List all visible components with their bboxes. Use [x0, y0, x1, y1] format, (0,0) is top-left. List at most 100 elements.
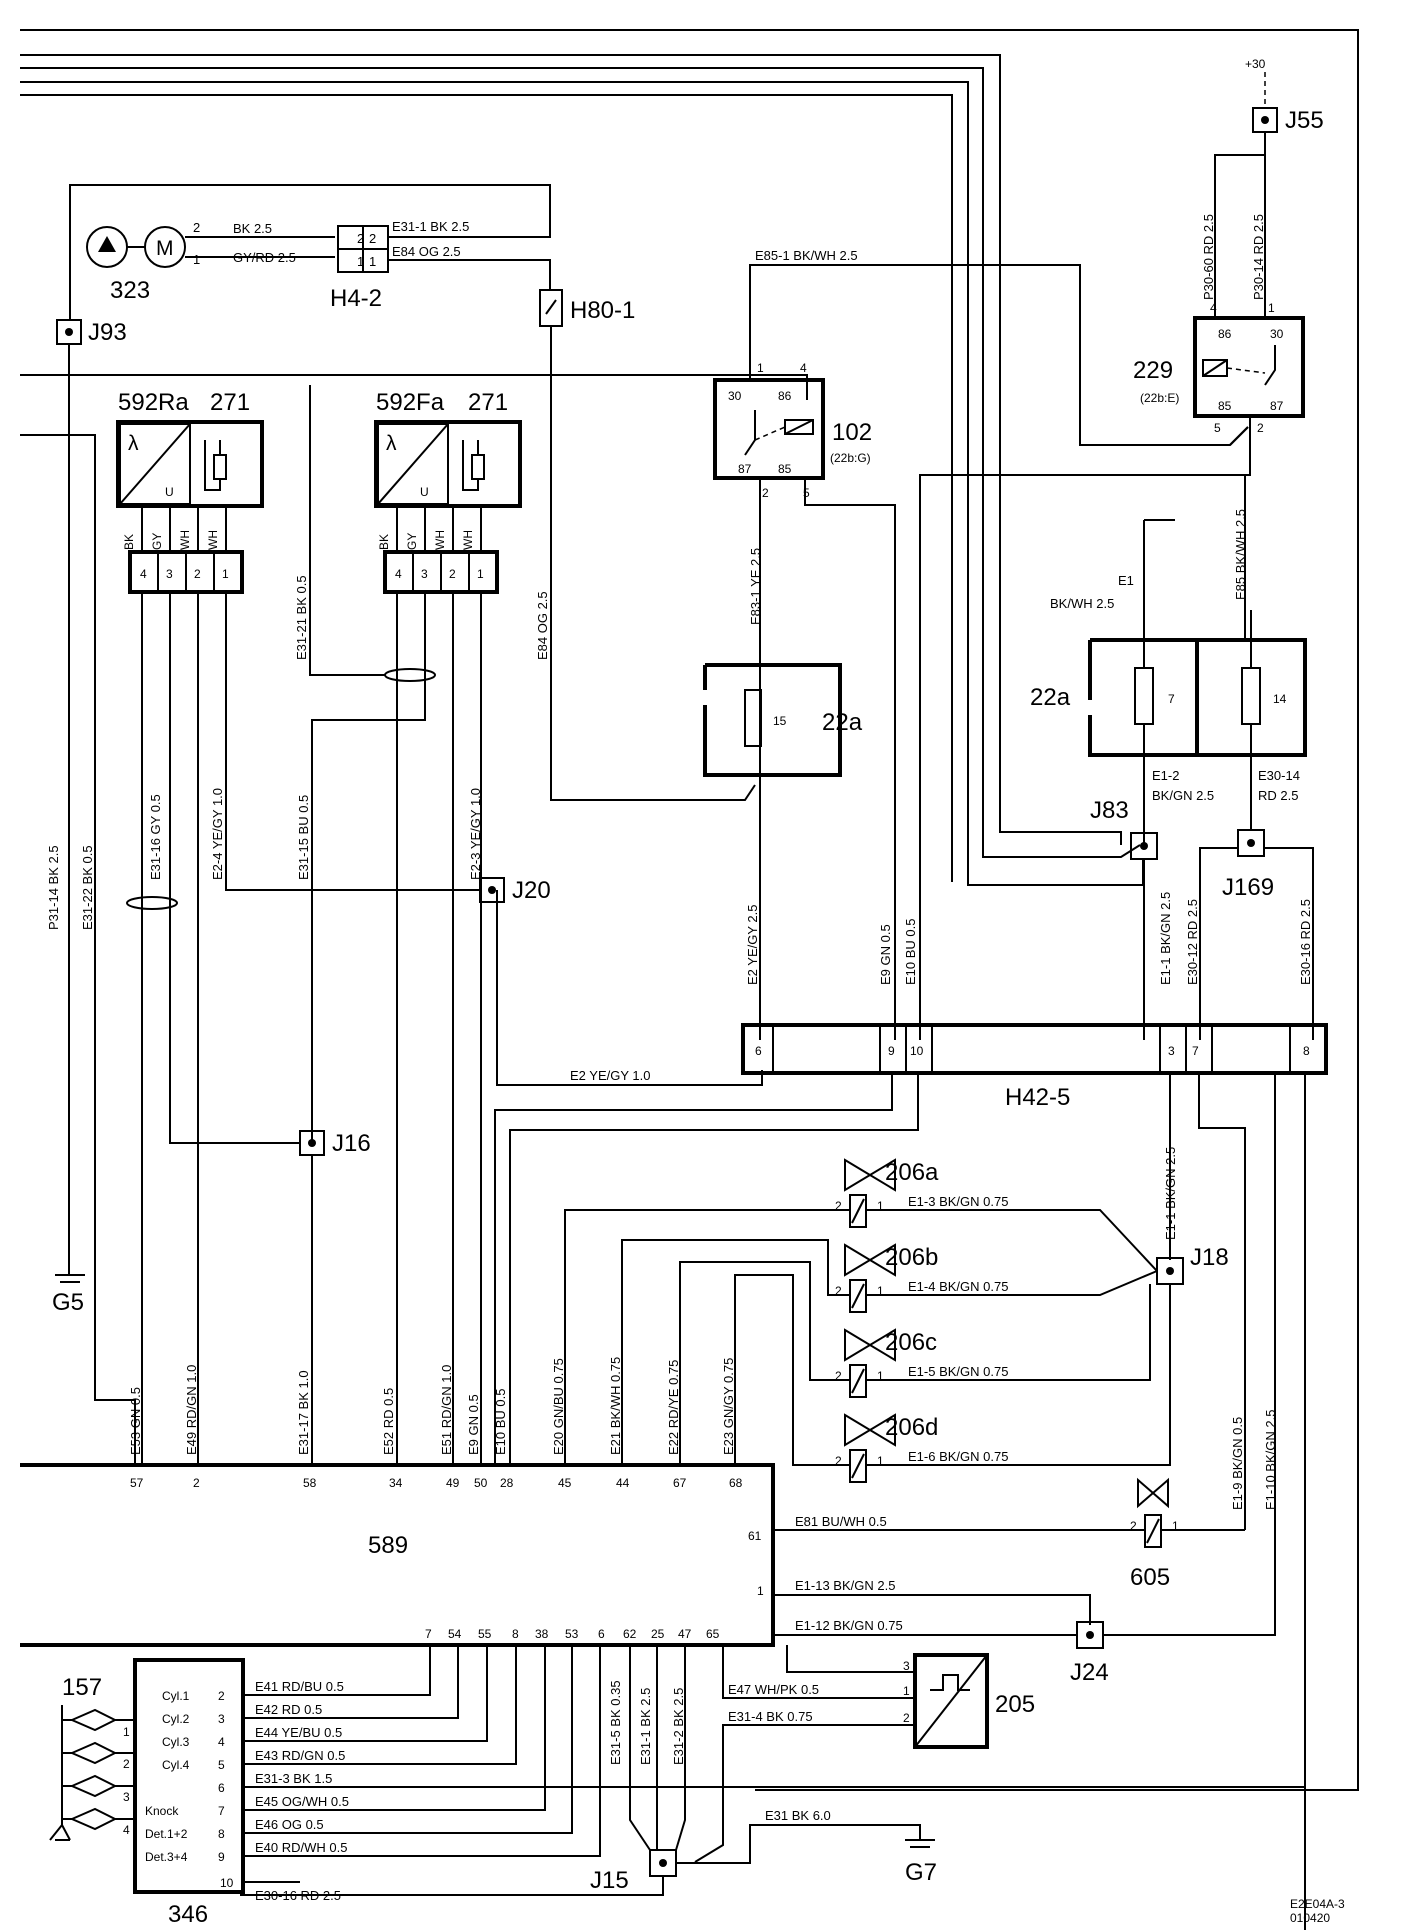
svg-text:2: 2 [835, 1454, 842, 1468]
connector-h4-2: 2 1 2 1 H4-2 E31-1 BK 2.5 E84 OG 2.5 [69, 184, 551, 320]
relay-229: 86 30 85 87 4 1 5 2 229 (22b:E) E85 BK/W… [919, 301, 1305, 1040]
svg-text:592Fa: 592Fa [376, 389, 445, 416]
svg-text:2: 2 [903, 1711, 910, 1725]
junction-j169: J169 [1199, 829, 1314, 1040]
svg-text:J18: J18 [1190, 1244, 1229, 1271]
svg-text:206a: 206a [885, 1159, 939, 1186]
svg-text:E84 OG 2.5: E84 OG 2.5 [535, 591, 550, 660]
solenoid-206c: 206c 2 1 E1-5 BK/GN 0.75 [679, 1261, 1151, 1465]
svg-text:BK/WH 2.5: BK/WH 2.5 [1050, 596, 1114, 611]
svg-text:54: 54 [448, 1627, 462, 1641]
svg-text:(22b:G): (22b:G) [830, 451, 871, 465]
svg-text:J93: J93 [88, 319, 127, 346]
knock-sensors-157: 157 1 2 3 4 [49, 1674, 135, 1841]
svg-text:2: 2 [835, 1199, 842, 1213]
svg-text:4: 4 [218, 1735, 225, 1749]
svg-text:15: 15 [773, 714, 787, 728]
h42-down-wiring: E1-1 BK/GN 2.5 [494, 1073, 1306, 1930]
svg-text:λ: λ [386, 432, 397, 455]
svg-text:E2 YE/GY 2.5: E2 YE/GY 2.5 [745, 905, 760, 985]
svg-text:E42 RD 0.5: E42 RD 0.5 [255, 1702, 322, 1717]
svg-text:E2-3 YE/GY 1.0: E2-3 YE/GY 1.0 [468, 788, 483, 880]
svg-text:E85-1 BK/WH 2.5: E85-1 BK/WH 2.5 [755, 248, 858, 263]
svg-text:3: 3 [166, 567, 173, 581]
svg-text:62: 62 [623, 1627, 637, 1641]
svg-text:2: 2 [762, 486, 769, 500]
svg-text:8: 8 [1303, 1044, 1310, 1058]
svg-text:22a: 22a [822, 709, 863, 736]
svg-text:E1-6 BK/GN 0.75: E1-6 BK/GN 0.75 [908, 1449, 1008, 1464]
svg-text:6: 6 [598, 1627, 605, 1641]
solenoid-206b: 206b 2 1 E1-4 BK/GN 0.75 [621, 1239, 1158, 1465]
svg-text:U: U [420, 485, 429, 499]
svg-text:1: 1 [877, 1369, 884, 1383]
svg-text:E81 BU/WH 0.5: E81 BU/WH 0.5 [795, 1514, 887, 1529]
svg-text:J55: J55 [1285, 107, 1324, 134]
svg-text:4: 4 [395, 567, 402, 581]
svg-text:WH: WH [206, 530, 220, 550]
svg-text:BK 2.5: BK 2.5 [233, 221, 272, 236]
svg-text:7: 7 [1192, 1044, 1199, 1058]
svg-text:WH: WH [178, 530, 192, 550]
svg-text:Cyl.2: Cyl.2 [162, 1712, 190, 1726]
svg-text:4: 4 [123, 1823, 130, 1837]
sensor-205: 3 1 2 205 E47 WH/PK 0.5 E31-4 BK 0.75 [694, 1645, 1035, 1863]
svg-text:P31-14 BK 2.5: P31-14 BK 2.5 [46, 845, 61, 930]
svg-text:E9 GN 0.5: E9 GN 0.5 [466, 1394, 481, 1455]
svg-text:2: 2 [369, 231, 376, 246]
svg-text:J169: J169 [1222, 874, 1274, 901]
svg-text:E51 RD/GN 1.0: E51 RD/GN 1.0 [439, 1365, 454, 1455]
drawing-reference: E2E04A-3 010420 [1290, 1897, 1345, 1925]
svg-text:206d: 206d [885, 1414, 938, 1441]
svg-text:9: 9 [888, 1044, 895, 1058]
svg-text:RD 2.5: RD 2.5 [1258, 788, 1298, 803]
svg-text:E47 WH/PK 0.5: E47 WH/PK 0.5 [728, 1682, 819, 1697]
svg-text:2: 2 [449, 567, 456, 581]
svg-text:57: 57 [130, 1476, 144, 1490]
heater-icon [471, 454, 485, 480]
svg-text:1: 1 [877, 1199, 884, 1213]
plug-592ra: 4 3 2 1 BK GY WH WH [122, 506, 244, 594]
svg-text:U: U [165, 485, 174, 499]
relay-102: 30 86 87 85 1 4 2 5 102 (22b:G) E85-1 BK… [713, 248, 1249, 1040]
svg-text:J24: J24 [1070, 1659, 1109, 1686]
junction-j18: J18 [1050, 1244, 1229, 1466]
knock-wiring: E41 RD/BU 0.5 E42 RD 0.5 E44 YE/BU 0.5 E… [243, 1645, 1305, 1903]
svg-text:68: 68 [729, 1476, 743, 1490]
svg-text:4: 4 [1210, 301, 1217, 315]
svg-text:49: 49 [446, 1476, 460, 1490]
svg-text:E31-16 GY 0.5: E31-16 GY 0.5 [148, 794, 163, 880]
svg-text:E1-9 BK/GN 0.5: E1-9 BK/GN 0.5 [1230, 1417, 1245, 1510]
svg-text:3: 3 [218, 1712, 225, 1726]
junction-j15: J15 E31-5 BK 0.35 E31-1 BK 2.5 E31-2 BK … [240, 1645, 921, 1896]
junction-j93: J93 [56, 319, 127, 1275]
svg-text:2: 2 [193, 1476, 200, 1490]
svg-text:2: 2 [193, 220, 200, 235]
svg-text:E31-1 BK 2.5: E31-1 BK 2.5 [392, 219, 469, 234]
svg-text:Knock: Knock [145, 1804, 179, 1818]
svg-text:E45 OG/WH 0.5: E45 OG/WH 0.5 [255, 1794, 349, 1809]
svg-text:E1-4 BK/GN 0.75: E1-4 BK/GN 0.75 [908, 1279, 1008, 1294]
svg-text:206b: 206b [885, 1244, 938, 1271]
svg-text:229: 229 [1133, 357, 1173, 384]
junction-j55: +30 J55 P30-60 RD 2.5 P30-14 RD 2.5 [1201, 57, 1324, 318]
svg-text:45: 45 [558, 1476, 572, 1490]
motor-323: M 323 2 1 BK 2.5 GY/RD 2.5 [86, 220, 335, 304]
svg-text:E31-4 BK 0.75: E31-4 BK 0.75 [728, 1709, 813, 1724]
svg-text:P30-14 RD 2.5: P30-14 RD 2.5 [1251, 214, 1266, 300]
svg-text:E2-4 YE/GY 1.0: E2-4 YE/GY 1.0 [210, 788, 225, 880]
svg-text:85: 85 [1218, 399, 1232, 413]
svg-text:E1-12 BK/GN 0.75: E1-12 BK/GN 0.75 [795, 1618, 903, 1633]
svg-text:E83-1 YE 2.5: E83-1 YE 2.5 [748, 548, 763, 625]
junction-j20: J20 [479, 877, 551, 904]
svg-text:1: 1 [357, 254, 364, 269]
svg-text:G7: G7 [905, 1859, 937, 1886]
svg-text:8: 8 [218, 1827, 225, 1841]
svg-text:2: 2 [357, 231, 364, 246]
svg-text:7: 7 [425, 1627, 432, 1641]
svg-text:7: 7 [1168, 692, 1175, 706]
svg-text:6: 6 [755, 1044, 762, 1058]
svg-text:E31-15 BU 0.5: E31-15 BU 0.5 [296, 795, 311, 880]
valve-605: 2 1 605 E81 BU/WH 0.5 E1-9 BK/GN 0.5 E1-… [773, 1410, 1278, 1591]
svg-text:Cyl.1: Cyl.1 [162, 1689, 190, 1703]
